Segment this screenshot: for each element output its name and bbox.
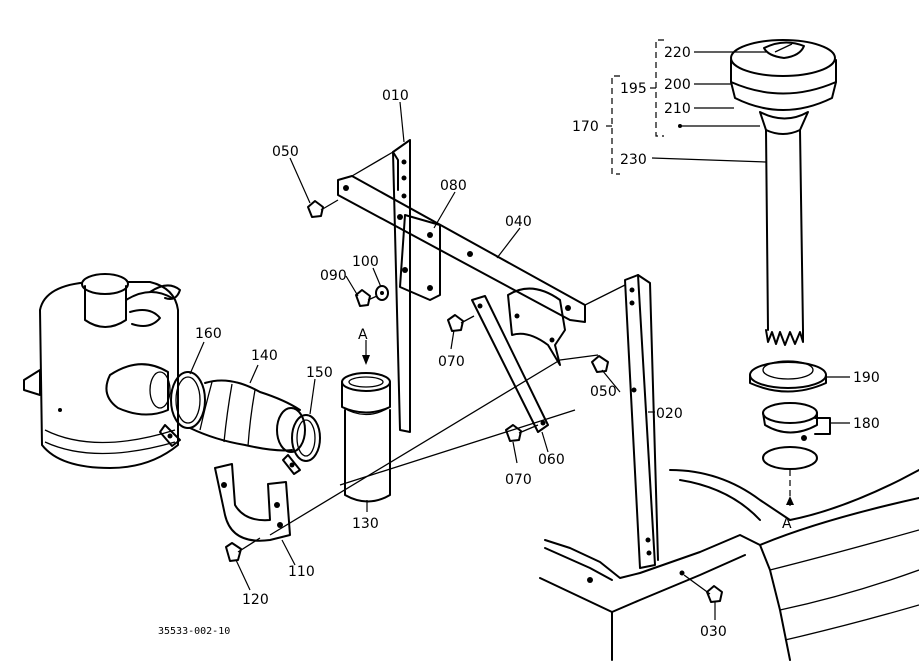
label-210: 210 bbox=[664, 101, 691, 117]
label-190: 190 bbox=[853, 370, 880, 386]
label-020: 020 bbox=[656, 406, 683, 422]
washer-100 bbox=[375, 285, 389, 301]
assembly-lines bbox=[269, 151, 626, 536]
bolt-070-upper bbox=[447, 314, 475, 332]
label-ref-a-center: A bbox=[358, 327, 368, 343]
clamp-180 bbox=[762, 402, 831, 441]
label-220: 220 bbox=[664, 45, 691, 61]
label-140: 140 bbox=[251, 348, 278, 364]
ref-arrow-a-center bbox=[362, 340, 370, 365]
label-010: 010 bbox=[382, 88, 409, 104]
label-090: 090 bbox=[320, 268, 347, 284]
plate-080 bbox=[399, 214, 441, 301]
label-180: 180 bbox=[853, 416, 880, 432]
bolt-030 bbox=[683, 574, 723, 603]
clamp-150 bbox=[282, 414, 321, 475]
label-230: 230 bbox=[620, 152, 647, 168]
rubber-190 bbox=[749, 360, 827, 393]
stay-060 bbox=[471, 295, 549, 433]
bolt-050-right bbox=[591, 355, 609, 373]
label-150: 150 bbox=[306, 365, 333, 381]
label-120: 120 bbox=[242, 592, 269, 608]
bracket-110 bbox=[214, 463, 291, 542]
label-070-lower: 070 bbox=[505, 472, 532, 488]
label-110: 110 bbox=[288, 564, 315, 580]
pre-cleaner-170 bbox=[730, 39, 837, 135]
leader-lines bbox=[189, 39, 850, 620]
stay-020 bbox=[624, 274, 659, 569]
pipe-230 bbox=[765, 129, 804, 346]
stay-010 bbox=[392, 139, 411, 433]
clamp-160 bbox=[159, 371, 206, 447]
label-070-upper: 070 bbox=[438, 354, 465, 370]
label-100: 100 bbox=[352, 254, 379, 270]
label-050-right: 050 bbox=[590, 384, 617, 400]
label-ref-a-right: A bbox=[782, 516, 792, 532]
bolt-120 bbox=[225, 537, 261, 562]
label-130: 130 bbox=[352, 516, 379, 532]
ref-arrow-a-right bbox=[786, 470, 794, 510]
bolt-090 bbox=[355, 289, 378, 307]
label-080: 080 bbox=[440, 178, 467, 194]
hood-opening bbox=[762, 446, 818, 470]
hood-panel bbox=[539, 469, 919, 661]
label-030: 030 bbox=[700, 624, 727, 640]
label-170: 170 bbox=[572, 119, 599, 135]
hose-140 bbox=[189, 379, 306, 453]
label-050-left: 050 bbox=[272, 144, 299, 160]
pipe-130 bbox=[341, 372, 391, 503]
bolt-050-left bbox=[307, 199, 339, 218]
label-160: 160 bbox=[195, 326, 222, 342]
air-cleaner-body bbox=[23, 273, 181, 469]
bolt-070-lower bbox=[505, 424, 539, 442]
figure-code: 35533-002-10 bbox=[158, 626, 230, 637]
label-195: 195 bbox=[620, 81, 647, 97]
label-060: 060 bbox=[538, 452, 565, 468]
plate-040 bbox=[337, 175, 586, 366]
label-200: 200 bbox=[664, 77, 691, 93]
label-040: 040 bbox=[505, 214, 532, 230]
